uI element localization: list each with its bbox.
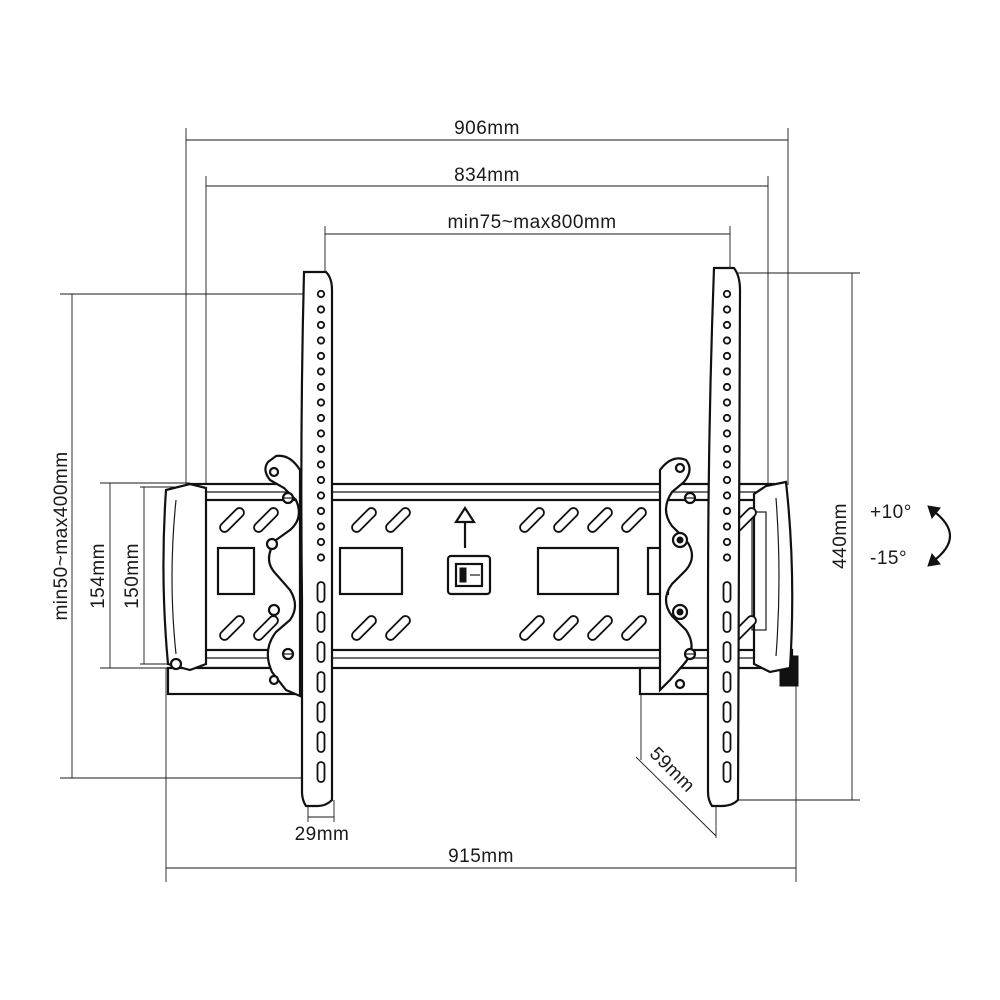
arm-hole — [316, 429, 326, 438]
plate-slot — [553, 507, 579, 533]
tv-arm-right — [706, 266, 742, 808]
tv-arm-left — [300, 270, 334, 808]
arm-hole — [722, 475, 732, 485]
arm-slot — [722, 581, 732, 603]
arm-slot — [722, 611, 732, 633]
arm-hole — [722, 320, 732, 330]
arm-hole — [316, 444, 326, 454]
arm-hole — [722, 351, 732, 361]
dim-wall-depth: 59mm — [645, 743, 699, 797]
arm-hole — [722, 367, 732, 376]
plate-slots — [219, 507, 757, 641]
dim-overall-width-bottom: 915mm — [448, 846, 514, 867]
arm-hole — [722, 398, 732, 407]
curved-double-arrow-icon — [927, 505, 951, 567]
arm-hole — [722, 460, 732, 469]
plate-slot — [253, 615, 279, 641]
plate-slot — [621, 615, 647, 641]
hook-bracket-right — [658, 457, 697, 693]
plate-slot — [587, 507, 613, 533]
plate-slot — [519, 615, 545, 641]
plate-slot — [385, 507, 411, 533]
arm-hole — [722, 522, 732, 531]
plate-slot — [519, 507, 545, 533]
arm-hole — [316, 398, 326, 407]
dim-overall-width-top: 906mm — [454, 118, 520, 139]
arm-hole — [316, 382, 326, 392]
arm-hole — [722, 537, 732, 547]
dim-arm-width: 29mm — [295, 824, 350, 845]
arm-slot — [316, 731, 326, 753]
arm-slot — [722, 731, 732, 753]
arm-slot — [316, 671, 326, 693]
arm-hole — [722, 553, 732, 562]
arm-hole — [316, 320, 326, 330]
arm-slot — [316, 581, 326, 603]
arm-hole — [316, 491, 326, 500]
arm-slot — [316, 761, 326, 783]
plate-slot — [253, 507, 279, 533]
arm-hole — [722, 506, 732, 516]
arm-hole — [722, 491, 732, 500]
rect-openings — [216, 546, 670, 596]
hook-bracket-left — [264, 454, 302, 698]
arm-slot — [722, 641, 732, 663]
arm-hole — [316, 336, 326, 345]
dim-rail-height-inner: 150mm — [122, 543, 143, 609]
dim-rail-height-outer: 154mm — [88, 543, 109, 609]
dim-rail-width: 834mm — [454, 165, 520, 186]
arm-hole — [316, 537, 326, 547]
plate-slot — [219, 615, 245, 641]
arm-hole — [722, 305, 732, 314]
arm-hole — [316, 506, 326, 516]
arm-hole — [316, 289, 326, 299]
arm-slot — [722, 761, 732, 783]
plate-slot — [219, 507, 245, 533]
plate-slot — [621, 507, 647, 533]
arm-hole — [722, 382, 732, 392]
tilt-up-label: +10° — [870, 502, 912, 523]
dim-vesa-vertical: min50~max400mm — [51, 451, 72, 620]
arm-hole — [316, 413, 326, 423]
arm-hole — [316, 475, 326, 485]
arm-hole — [722, 336, 732, 345]
arm-hole — [722, 413, 732, 423]
plate-slot — [351, 507, 377, 533]
arm-hole — [722, 444, 732, 454]
arm-slot — [316, 701, 326, 723]
arm-hole — [316, 553, 326, 562]
plate-slot — [553, 615, 579, 641]
arm-hole — [722, 289, 732, 299]
tilt-down-label: -15° — [870, 548, 907, 569]
arm-hole — [316, 367, 326, 376]
arm-hole — [316, 305, 326, 314]
plate-slot — [351, 615, 377, 641]
dimension-lines — [60, 128, 860, 882]
arm-hole — [316, 351, 326, 361]
up-arrow-icon — [453, 505, 477, 548]
arm-slot — [316, 641, 326, 663]
plate-slot — [385, 615, 411, 641]
plate-slot — [587, 615, 613, 641]
arm-slot — [316, 611, 326, 633]
arm-hole — [316, 522, 326, 531]
arm-slot — [722, 701, 732, 723]
safety-lock-icon — [446, 554, 492, 596]
dim-bracket-height: 440mm — [830, 503, 851, 569]
dim-vesa-horizontal: min75~max800mm — [447, 212, 616, 233]
arm-hole — [722, 429, 732, 438]
arm-slot — [722, 671, 732, 693]
arm-hole — [316, 460, 326, 469]
